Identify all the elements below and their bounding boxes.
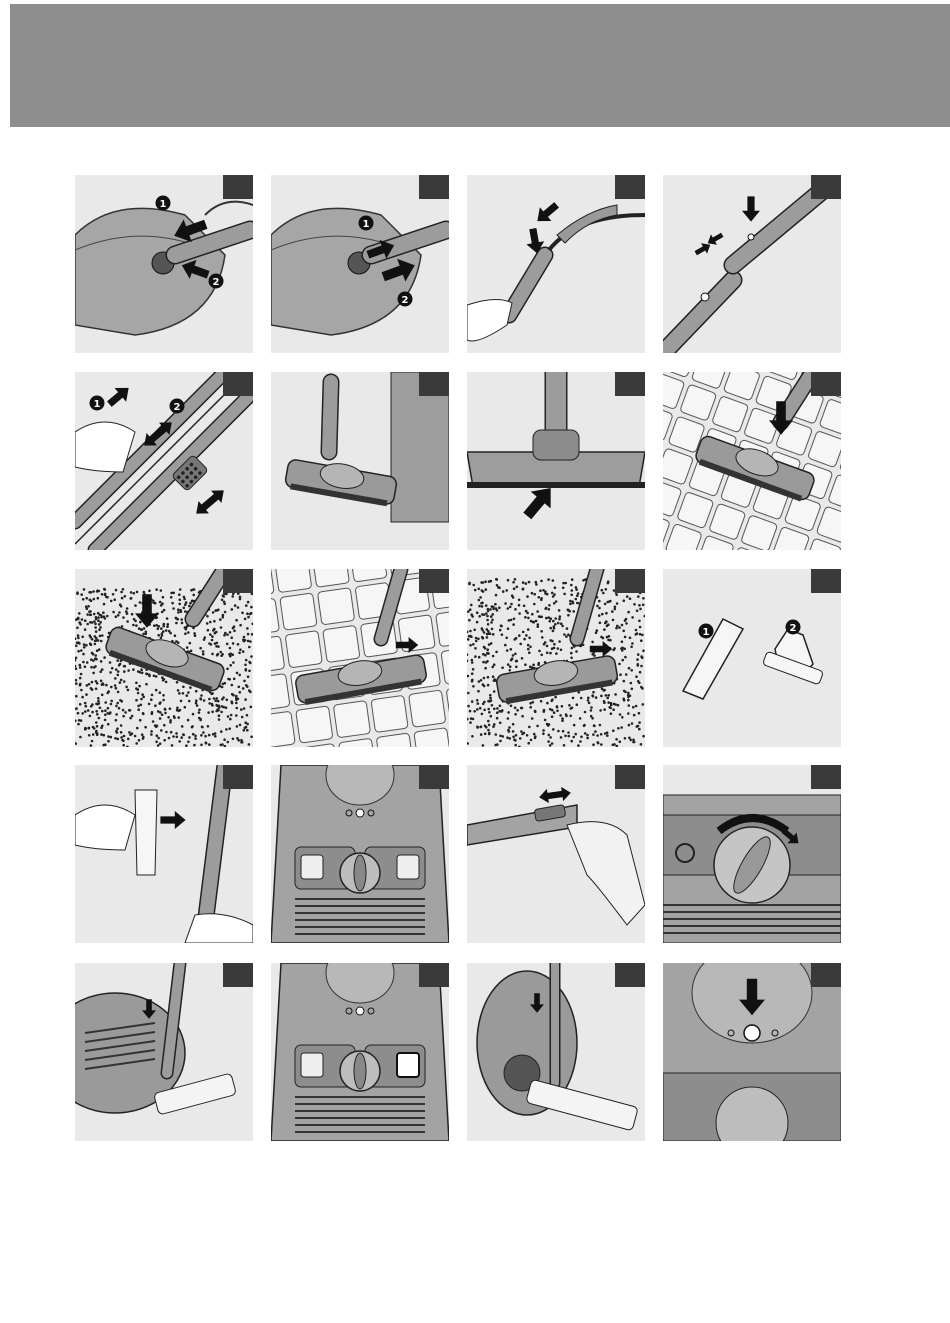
step-number-badge <box>615 765 645 789</box>
illustration-floor-nozzle-hard-floor-pedal <box>271 569 449 747</box>
step-number-badge <box>811 175 841 199</box>
illustration-panel-parking-vertical <box>467 963 645 1141</box>
illustration-panel-floor-nozzle-carpet-pedal <box>467 569 645 747</box>
illustration-panel-power-dial-rotate <box>663 765 841 943</box>
step-number-badge <box>223 372 253 396</box>
illustration-accessory-on-tube <box>75 765 253 943</box>
illustration-parking-horizontal <box>75 963 253 1141</box>
illustration-appliance-top-panel-indicator <box>271 963 449 1141</box>
illustration-parking-vertical <box>467 963 645 1141</box>
illustration-panel-nozzle-against-wall <box>271 372 449 550</box>
svg-text:1: 1 <box>160 199 167 210</box>
svg-text:1: 1 <box>94 399 101 410</box>
svg-text:1: 1 <box>363 219 370 230</box>
illustration-power-dial-rotate <box>663 765 841 943</box>
step-number-badge <box>615 175 645 199</box>
svg-text:2: 2 <box>174 402 181 413</box>
illustration-panel-accessory-on-tube <box>75 765 253 943</box>
illustration-nozzle-front-view <box>467 372 645 550</box>
header-band <box>10 4 950 127</box>
svg-text:1: 1 <box>703 627 710 638</box>
illustration-connect-hose: 12 <box>75 175 253 353</box>
step-number-badge <box>223 963 253 987</box>
illustration-tube-sections-push-button <box>663 175 841 353</box>
step-number-badge <box>419 963 449 987</box>
illustration-attach-handle-to-tube <box>467 175 645 353</box>
illustration-panel-attach-handle-to-tube <box>467 175 645 353</box>
svg-text:2: 2 <box>790 623 797 634</box>
illustration-panel-nozzle-front-view <box>467 372 645 550</box>
illustration-panel-tube-sections-push-button <box>663 175 841 353</box>
step-number-badge <box>615 372 645 396</box>
step-number-badge <box>223 175 253 199</box>
step-number-badge <box>811 963 841 987</box>
illustration-appliance-top-panel <box>271 765 449 943</box>
illustration-nozzle-carpet <box>75 569 253 747</box>
step-number-badge <box>615 569 645 593</box>
step-number-badge <box>223 765 253 789</box>
illustration-panel-nozzle-hard-floor <box>663 372 841 550</box>
step-number-badge <box>419 372 449 396</box>
step-number-badge <box>223 569 253 593</box>
illustration-floor-nozzle-carpet-pedal <box>467 569 645 747</box>
illustration-panel-handle-slide-control <box>467 765 645 943</box>
step-number-badge <box>419 569 449 593</box>
illustration-panel-appliance-top-panel <box>271 765 449 943</box>
illustration-panel-cord-rewind-button <box>663 963 841 1141</box>
step-number-badge <box>811 569 841 593</box>
step-number-badge <box>811 765 841 789</box>
step-number-badge <box>419 765 449 789</box>
illustration-panel-appliance-top-panel-indicator <box>271 963 449 1141</box>
step-number-badge <box>615 963 645 987</box>
illustration-panel-floor-nozzle-hard-floor-pedal <box>271 569 449 747</box>
illustration-disconnect-hose: 12 <box>271 175 449 353</box>
illustration-handle-slide-control <box>467 765 645 943</box>
step-number-badge <box>419 175 449 199</box>
svg-text:2: 2 <box>402 295 409 306</box>
illustration-panel-parking-horizontal <box>75 963 253 1141</box>
step-number-badge <box>811 372 841 396</box>
illustration-cord-rewind-button <box>663 963 841 1141</box>
illustration-nozzle-against-wall <box>271 372 449 550</box>
svg-text:2: 2 <box>213 277 220 288</box>
illustration-nozzle-hard-floor <box>663 372 841 550</box>
illustration-panel-nozzle-carpet <box>75 569 253 747</box>
